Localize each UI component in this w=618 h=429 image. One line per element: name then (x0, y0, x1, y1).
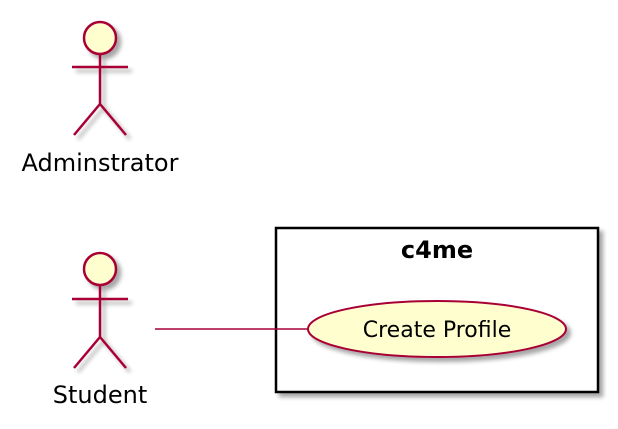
actor-student-head (82, 251, 118, 287)
actor-student[interactable] (72, 251, 128, 369)
use-case-label: Create Profile (363, 318, 512, 343)
actor-student-left-leg (73, 336, 101, 369)
actor-admin-right-leg (99, 103, 127, 136)
use-case-ellipse (307, 300, 567, 358)
actor-student-right-leg (99, 336, 127, 369)
actor-student-label: Student (53, 381, 147, 409)
use-case-create-profile[interactable] (307, 300, 567, 358)
actor-admin-left-leg (73, 103, 101, 136)
actor-admin-head (82, 20, 118, 56)
actor-admin-label: Adminstrator (22, 149, 179, 177)
actor-admin[interactable] (72, 20, 128, 136)
system-title: c4me (401, 236, 473, 264)
